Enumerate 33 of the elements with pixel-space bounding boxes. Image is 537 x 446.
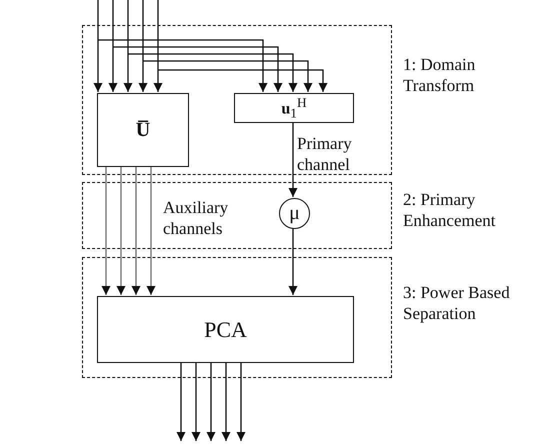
arrow [157,69,328,92]
arrow [124,0,132,92]
process-box [97,93,189,167]
arrow [146,166,156,295]
stage-label: 1: Domain Transform [403,54,476,96]
arrow [112,46,282,92]
arrow [127,53,298,92]
arrow [288,122,298,197]
arrow [206,362,216,441]
annotation-text: Primary channel [297,133,353,175]
symbol-label: μ [289,202,300,225]
arrow [222,362,230,441]
arrow [116,166,126,295]
multiplier-circle [279,198,310,229]
arrow [154,0,162,92]
arrow [94,0,102,92]
block-label: U̅ [136,118,150,142]
arrow [138,0,148,92]
arrow [176,362,186,441]
arrow [192,362,200,441]
arrow [236,362,246,441]
process-box [97,296,354,363]
process-box [234,93,354,123]
arrow [102,166,110,295]
arrow [288,228,298,295]
block-label: PCA [204,316,247,342]
stage-label: 2: Primary Enhancement [403,189,497,231]
arrow [97,39,268,92]
arrow [142,60,312,92]
arrow [132,166,140,295]
annotation-text: Auxiliary channels [163,197,230,239]
arrow [108,0,118,92]
stage-label: 3: Power Based Separation [403,282,511,324]
